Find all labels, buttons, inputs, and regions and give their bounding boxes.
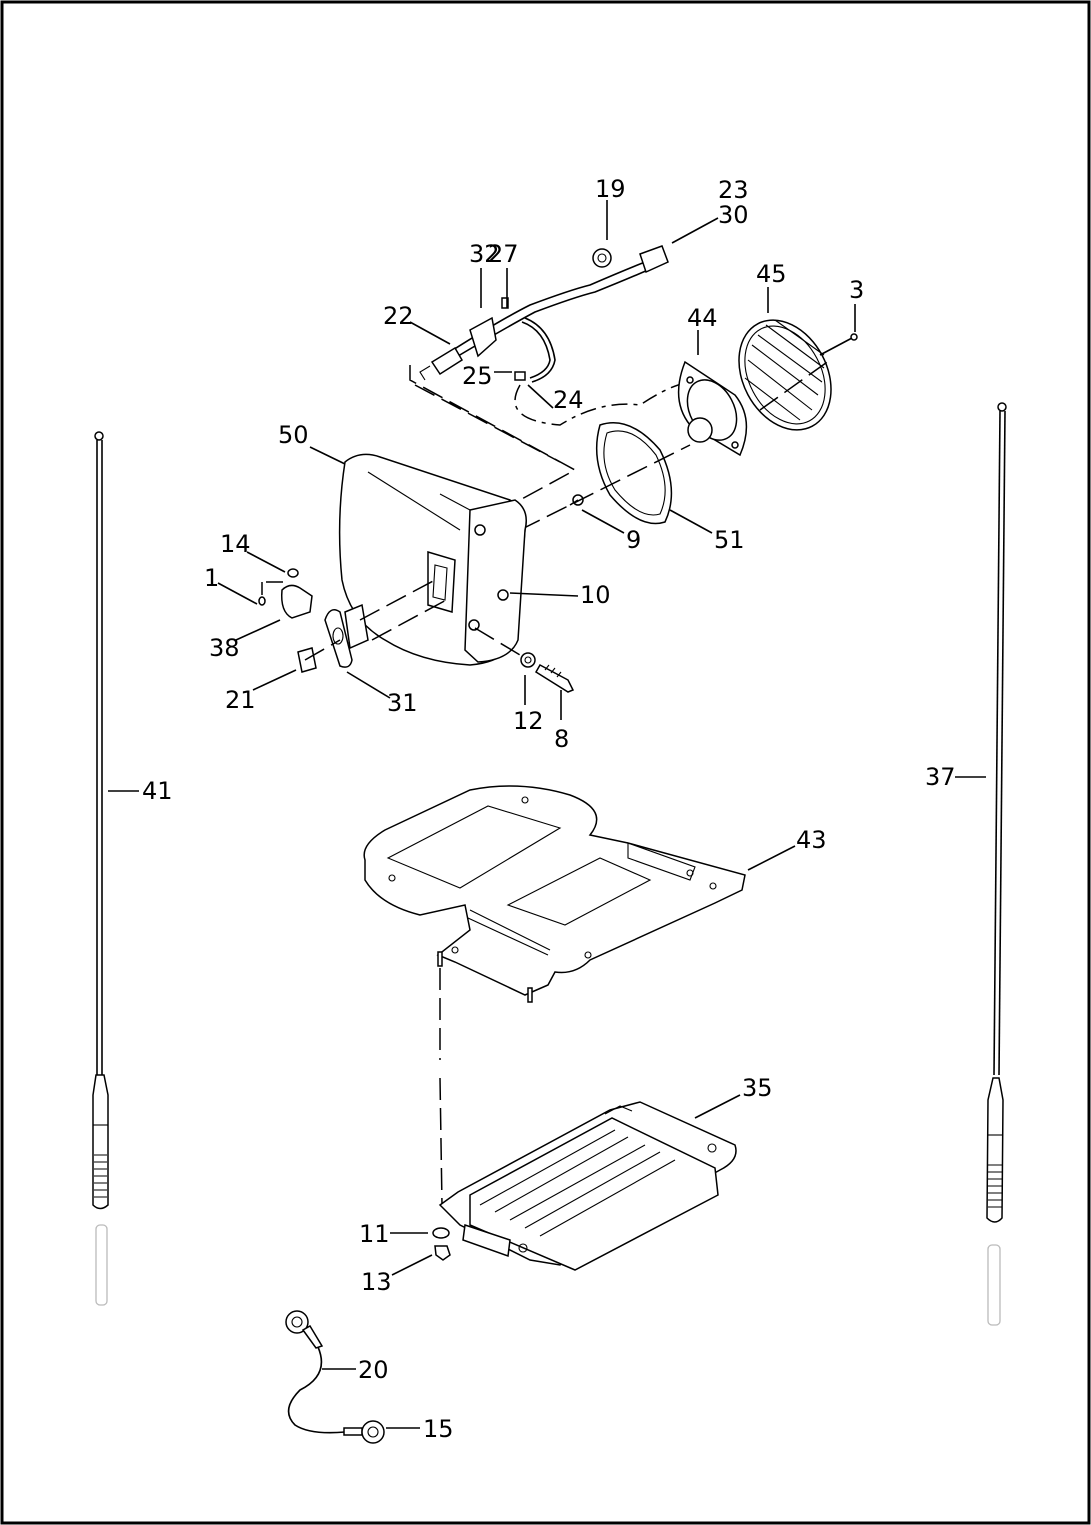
harness-route-line — [409, 365, 577, 501]
callout-25: 25 — [462, 362, 493, 390]
speaker-enclosure — [338, 453, 527, 666]
harness-route-line-2 — [514, 381, 691, 426]
callout-11: 11 — [359, 1220, 390, 1248]
callout-3: 3 — [849, 276, 864, 304]
callout-8: 8 — [554, 725, 569, 753]
callout-14: 14 — [220, 530, 251, 558]
callout-27: 27 — [488, 240, 519, 268]
speaker-axis-line — [519, 359, 831, 531]
bolt-axis-line — [474, 627, 521, 656]
callout-32: 32 — [469, 240, 500, 268]
callout-23: 23 — [718, 176, 749, 204]
speaker — [677, 360, 748, 457]
callout-1: 1 — [204, 564, 219, 592]
callout-50: 50 — [278, 421, 309, 449]
switch-axis-line — [261, 579, 451, 661]
callout-37: 37 — [925, 763, 956, 791]
amplifier — [438, 1101, 737, 1271]
bolt-8 — [520, 652, 575, 693]
callout-43: 43 — [796, 826, 827, 854]
speaker-grill — [738, 319, 858, 431]
callout-44: 44 — [687, 304, 718, 332]
bracket-axis-line — [439, 968, 443, 1206]
callout-35: 35 — [742, 1074, 773, 1102]
ground-strap — [285, 1310, 385, 1444]
callout-30: 30 — [718, 201, 749, 229]
callout-20: 20 — [358, 1356, 389, 1384]
antenna-left — [92, 431, 109, 1306]
callout-9: 9 — [626, 526, 641, 554]
callout-13: 13 — [361, 1268, 392, 1296]
switch-assembly — [258, 568, 369, 673]
callout-12: 12 — [513, 707, 544, 735]
washer-nut — [432, 1227, 451, 1261]
callout-41: 41 — [142, 777, 173, 805]
callout-31: 31 — [387, 689, 418, 717]
leader-lines — [108, 200, 986, 1429]
callout-51: 51 — [714, 526, 745, 554]
callout-22: 22 — [383, 302, 414, 330]
callout-15: 15 — [423, 1415, 454, 1443]
mounting-bracket — [363, 785, 746, 1003]
callout-21: 21 — [225, 686, 256, 714]
callout-45: 45 — [756, 260, 787, 288]
callout-10: 10 — [580, 581, 611, 609]
antenna-right — [986, 402, 1007, 1326]
wiring-harness — [419, 245, 669, 383]
callout-19: 19 — [595, 175, 626, 203]
callout-38: 38 — [209, 634, 240, 662]
callout-24: 24 — [553, 386, 584, 414]
